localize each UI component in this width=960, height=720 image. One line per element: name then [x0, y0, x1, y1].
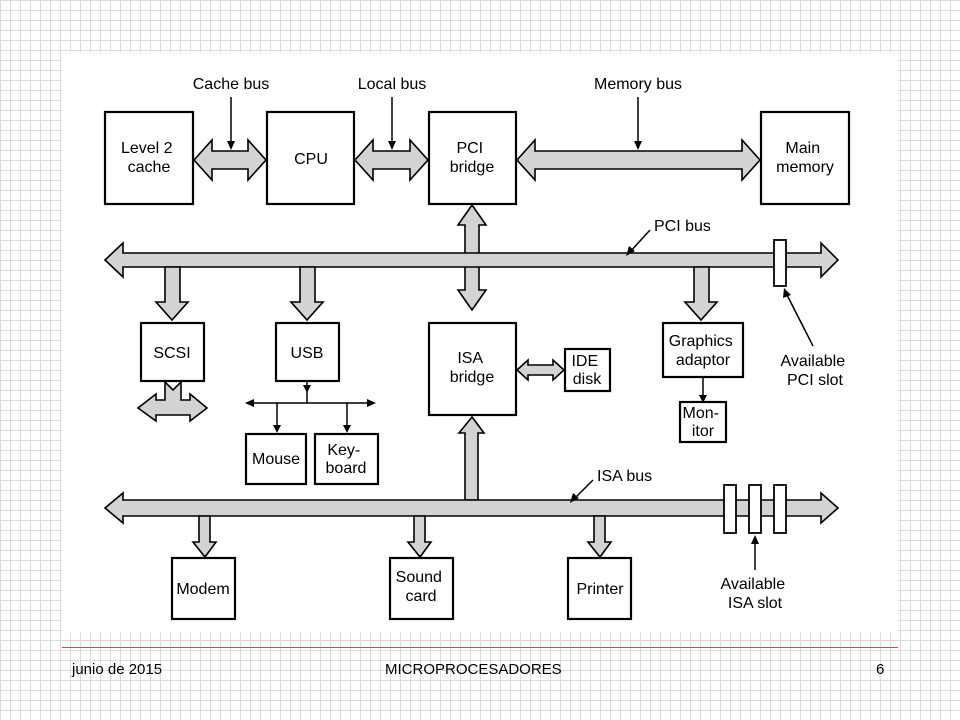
isa-bridge-box — [427, 321, 518, 417]
usb-box — [274, 321, 341, 383]
main-memory-box — [759, 110, 851, 206]
isa-slot-1 — [723, 484, 737, 534]
footer-date: junio de 2015 — [72, 661, 163, 678]
isa-bus-pointer — [573, 479, 594, 500]
usb-label: USB — [291, 345, 324, 362]
local-bus-pointer-head — [388, 141, 396, 150]
graphics-connector-arrow — [683, 266, 719, 322]
usb-keyboard-arrowhead — [343, 425, 351, 433]
isa-bridge-connector-arrow — [457, 415, 486, 501]
sound-card-box — [388, 556, 455, 621]
modem-box — [170, 556, 237, 621]
level2-cache-label: Level 2 cache — [121, 140, 177, 176]
monitor-label: Mon- itor — [683, 405, 724, 440]
scsi-label: SCSI — [153, 345, 190, 362]
page-number: 6 — [876, 661, 885, 678]
local-bus-label: Local bus — [358, 76, 427, 93]
pci-slot — [773, 239, 787, 287]
scsi-external-arrow — [136, 380, 209, 423]
monitor-box — [678, 400, 728, 444]
usb-hub-left-arrowhead — [245, 399, 254, 407]
ide-disk-box — [563, 347, 612, 393]
cache-bus-label: Cache bus — [193, 76, 270, 93]
cpu-label: CPU — [294, 151, 328, 168]
mouse-box — [244, 432, 308, 486]
footer-title: MICROPROCESADORES — [385, 661, 562, 678]
ide-connector-arrow — [515, 358, 566, 382]
monitor-link-arrowhead — [699, 395, 707, 403]
isa-slot-label: Available ISA slot — [720, 576, 789, 612]
modem-label: Modem — [176, 581, 229, 598]
isa-slot-3 — [773, 484, 787, 534]
pci-bus-pointer — [629, 229, 651, 253]
printer-label: Printer — [576, 581, 624, 598]
cache-bus-pointer-head — [227, 141, 235, 150]
keyboard-box — [313, 432, 380, 486]
graphics-adaptor-box — [661, 321, 745, 379]
pci-bridge-label: PCI bridge — [450, 140, 495, 176]
isa-bus-pointer-head — [570, 493, 579, 503]
printer-box — [566, 556, 633, 621]
usb-down-arrowhead — [303, 385, 311, 393]
memory-bus-pointer-head — [634, 141, 642, 150]
usb-mouse-arrowhead — [273, 425, 281, 433]
keyboard-label: Key- board — [326, 442, 367, 477]
pci-bridge-box — [427, 110, 518, 206]
isa-bus-label: ISA bus — [597, 468, 652, 485]
isa-bridge-label: ISA bridge — [450, 350, 495, 386]
isa-slot-pointer-head — [751, 535, 759, 544]
mouse-label: Mouse — [252, 451, 300, 468]
pci-bus-label: PCI bus — [654, 218, 711, 235]
scsi-connector-arrow — [154, 266, 190, 322]
pci-slot-pointer-head — [783, 288, 791, 298]
sound-card-label: Sound card — [396, 569, 447, 605]
slide-panel: Cache bus Local bus Memory bus PCI bus I… — [62, 52, 898, 632]
memory-bus-label: Memory bus — [594, 76, 682, 93]
soundcard-connector-arrow — [406, 515, 433, 559]
printer-connector-arrow — [586, 515, 613, 559]
pci-bus-pointer-head — [626, 246, 635, 256]
usb-connector-arrow — [289, 266, 325, 322]
pc-bus-architecture-diagram: Cache bus Local bus Memory bus PCI bus I… — [103, 76, 851, 621]
ide-disk-label: IDE disk — [571, 353, 602, 388]
pci-slot-label: Available PCI slot — [780, 353, 849, 389]
isa-slot-2 — [748, 484, 762, 534]
usb-hub-right-arrowhead — [367, 399, 376, 407]
graphics-adaptor-label: Graphics adaptor — [669, 333, 737, 369]
isa-bus-arrow — [103, 491, 840, 525]
footer-rule — [62, 647, 898, 648]
pci-slot-pointer — [785, 292, 814, 347]
main-memory-label: Main memory — [776, 140, 834, 176]
level2-cache-box — [103, 110, 195, 206]
pci-bus-arrow — [103, 241, 840, 279]
cpu-box — [265, 110, 356, 206]
modem-connector-arrow — [191, 515, 218, 559]
scsi-box — [139, 321, 206, 383]
